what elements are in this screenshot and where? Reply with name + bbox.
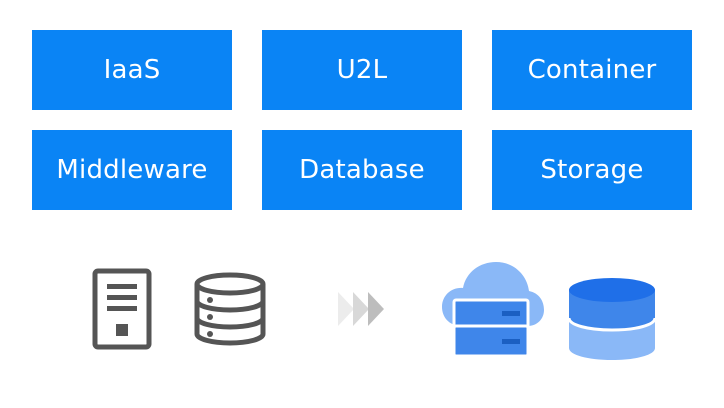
tile-iaas: IaaS	[32, 30, 232, 110]
cloud-database-icon	[567, 278, 657, 360]
tile-container: Container	[492, 30, 692, 110]
server-icon	[92, 268, 152, 350]
database-icon	[194, 272, 266, 346]
tile-middleware: Middleware	[32, 130, 232, 210]
tile-database: Database	[262, 130, 462, 210]
triple-chevron-right-icon	[338, 292, 384, 326]
tile-storage: Storage	[492, 130, 692, 210]
tile-u2l: U2L	[262, 30, 462, 110]
cloud-server-icon	[442, 262, 544, 358]
